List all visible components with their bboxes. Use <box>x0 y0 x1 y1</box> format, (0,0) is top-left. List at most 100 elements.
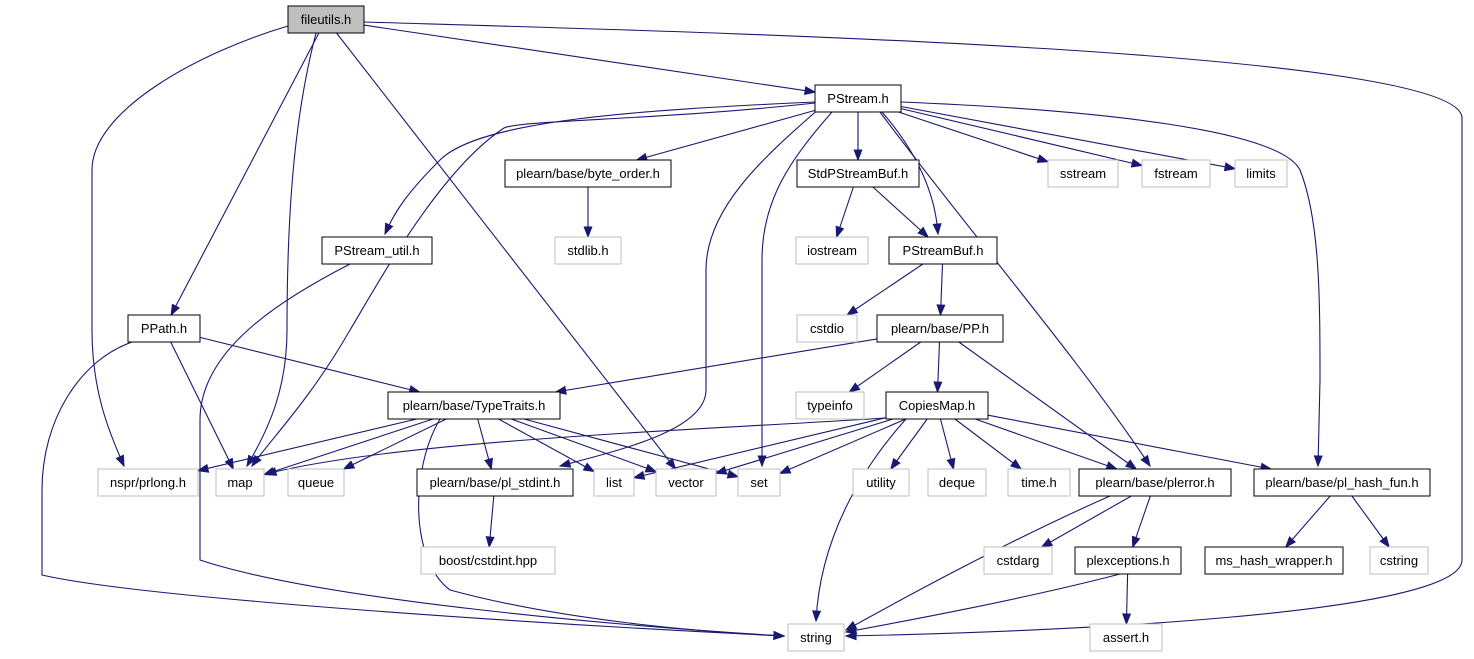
edge-line <box>954 418 1022 470</box>
arrowhead <box>1313 455 1323 468</box>
edge-line <box>715 418 894 474</box>
edge-pstream_util_h-to-string <box>199 263 786 640</box>
edge-copiesmap_h-to-time_h <box>954 418 1023 470</box>
node-pl-hash-fun-h[interactable]: plearn/base/pl_hash_fun.h <box>1253 468 1431 497</box>
node-typeinfo: typeinfo <box>795 391 865 420</box>
edge-typetraits_h-to-queue <box>342 418 447 470</box>
arrowhead <box>115 454 125 468</box>
node-fileutils-h[interactable]: fileutils.h <box>287 5 365 34</box>
arrowhead <box>757 455 767 468</box>
node-deque: deque <box>927 468 987 497</box>
arrowhead <box>264 467 278 476</box>
node-box <box>927 468 987 497</box>
node-box <box>504 159 672 188</box>
node-pstream-h[interactable]: PStream.h <box>814 84 902 113</box>
arrowhead <box>1009 459 1023 470</box>
node-label: utility <box>866 475 896 490</box>
edge-pstream_h-to-map <box>251 102 816 468</box>
node-plexceptions-h[interactable]: plexceptions.h <box>1074 546 1182 575</box>
node-cstdarg: cstdarg <box>983 546 1053 575</box>
node-box <box>287 468 345 497</box>
node-label: CopiesMap.h <box>899 398 976 413</box>
edge-line <box>1351 495 1390 548</box>
arrowhead <box>1124 459 1138 470</box>
node-ppath-h[interactable]: PPath.h <box>127 314 201 343</box>
edge-line <box>900 105 1236 170</box>
edge-line <box>761 111 833 466</box>
edge-line <box>170 32 320 316</box>
arrowhead <box>558 458 572 468</box>
node-label: queue <box>298 475 334 490</box>
node-box <box>1047 159 1119 188</box>
node-box <box>1253 468 1431 497</box>
arrowhead <box>1284 536 1297 549</box>
arrowhead <box>773 630 786 640</box>
node-ms-hash-wrapper-h[interactable]: ms_hash_wrapper.h <box>1204 546 1344 575</box>
edge-fileutils_h-to-nspr_prlong_h <box>91 25 289 468</box>
arrowhead <box>582 462 596 473</box>
arrowhead <box>196 463 210 473</box>
node-cstring: cstring <box>1369 546 1429 575</box>
edge-pp_h-to-plerror_h <box>958 341 1138 470</box>
edge-stdpstreambuf_h-to-pstreambuf_h <box>872 186 930 238</box>
edge-copiesmap_h-to-list <box>632 417 887 480</box>
node-pp-h[interactable]: plearn/base/PP.h <box>876 314 1004 343</box>
node-copiesmap-h[interactable]: CopiesMap.h <box>885 391 989 420</box>
node-plerror-h[interactable]: plearn/base/plerror.h <box>1078 468 1232 497</box>
node-typetraits-h[interactable]: plearn/base/TypeTraits.h <box>387 391 561 420</box>
edge-line <box>511 418 657 473</box>
edge-line <box>559 107 821 467</box>
arrowhead <box>848 382 861 393</box>
edge-pp_h-to-copiesmap_h <box>933 341 943 394</box>
node-set: set <box>737 468 781 497</box>
arrowhead <box>917 226 930 238</box>
arrowhead <box>251 454 262 468</box>
node-label: plearn/base/pl_stdint.h <box>430 475 561 490</box>
node-assert-h: assert.h <box>1089 623 1163 652</box>
node-box <box>387 391 561 420</box>
node-label: plearn/base/byte_order.h <box>516 166 660 181</box>
edge-line <box>336 32 676 470</box>
node-boost-cstdint-hpp: boost/cstdint.hpp <box>420 546 556 575</box>
arrowhead <box>1223 162 1237 172</box>
arrowhead <box>889 457 901 471</box>
node-box <box>1007 468 1071 497</box>
arrowhead <box>932 223 942 236</box>
node-label: string <box>800 630 832 645</box>
node-stdpstreambuf-h[interactable]: StdPStreamBuf.h <box>796 159 920 188</box>
node-label: PPath.h <box>141 321 187 336</box>
node-label: plearn/base/PP.h <box>891 321 989 336</box>
node-limits: limits <box>1234 159 1288 188</box>
node-box <box>1074 546 1182 575</box>
edge-byte_order_h-to-stdlib_h <box>583 187 593 239</box>
edge-line <box>815 418 907 622</box>
edge-pstream_h-to-pstreambuf_h <box>881 111 942 236</box>
arrowhead <box>845 305 859 316</box>
edge-line <box>197 418 417 472</box>
edge-line <box>958 341 1137 470</box>
edge-line <box>845 573 1121 633</box>
node-box <box>885 391 989 420</box>
edge-line <box>199 336 420 393</box>
edge-line <box>881 111 939 235</box>
node-pl-stdint-h[interactable]: plearn/base/pl_stdint.h <box>416 468 574 497</box>
edge-line <box>199 263 785 637</box>
arrowhead <box>1131 535 1141 549</box>
arrowhead <box>844 625 858 635</box>
arrowhead <box>1122 613 1132 626</box>
edge-pstream_h-to-plerror_h <box>879 111 1151 468</box>
node-byte-order-h[interactable]: plearn/base/byte_order.h <box>504 159 672 188</box>
arrowhead <box>1130 158 1144 168</box>
edge-line <box>1041 495 1132 548</box>
edge-typetraits_h-to-vector <box>511 418 658 473</box>
node-label: map <box>227 475 252 490</box>
arrowhead <box>835 225 845 239</box>
arrowhead <box>853 149 863 162</box>
node-label: stdlib.h <box>567 243 608 258</box>
node-label: plexceptions.h <box>1086 553 1169 568</box>
node-pstream-util-h[interactable]: PStream_util.h <box>321 236 433 265</box>
arrowhead <box>644 463 658 473</box>
edge-copiesmap_h-to-string <box>812 418 907 623</box>
node-pstreambuf-h[interactable]: PStreamBuf.h <box>888 236 998 265</box>
